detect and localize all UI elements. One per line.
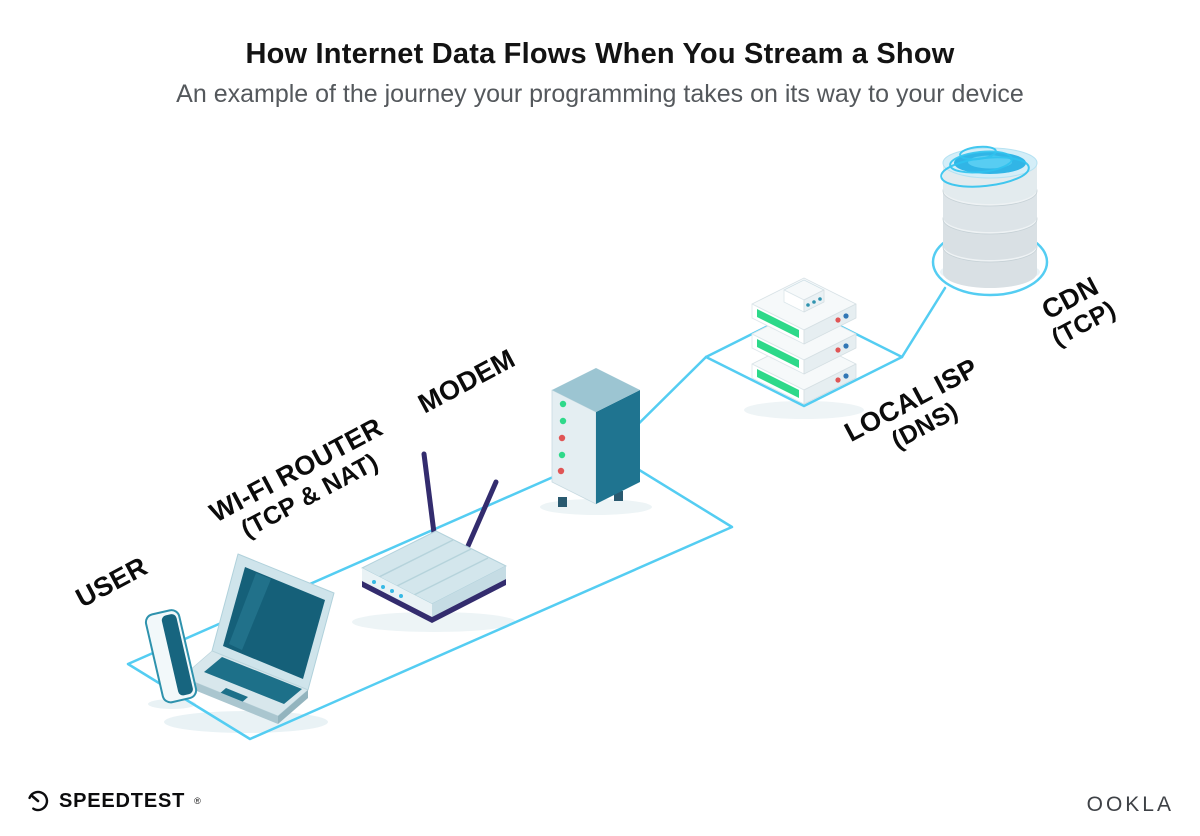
isp-to-cdn-link [900, 286, 947, 359]
speedtest-registered-mark: ® [194, 796, 201, 806]
isp-control-box [783, 279, 825, 313]
device-shadows [148, 261, 1040, 733]
router-antennas [421, 451, 499, 549]
wifi-router-illustration [361, 451, 507, 623]
isp-server-illustration [751, 277, 857, 405]
ookla-logo: OOKLA [1086, 793, 1174, 816]
laptop-illustration [181, 553, 335, 724]
speedtest-logo: SPEEDTEST ® [26, 789, 201, 813]
laptop-trackpad [218, 688, 248, 704]
infographic-title: How Internet Data Flows When You Stream … [245, 38, 955, 70]
home-network-loop [126, 450, 734, 741]
phone-screen [161, 614, 193, 696]
speedtest-gauge-icon [27, 790, 49, 812]
router-leds [372, 580, 403, 598]
user-phone-illustration [144, 609, 198, 704]
speedtest-wordmark: SPEEDTEST [59, 789, 186, 812]
laptop-keyboard [204, 657, 302, 704]
modem-illustration [551, 368, 640, 507]
modem-leds [557, 400, 567, 475]
cdn-database-illustration [940, 145, 1038, 288]
infographic-subtitle: An example of the journey your programmi… [176, 80, 1024, 108]
